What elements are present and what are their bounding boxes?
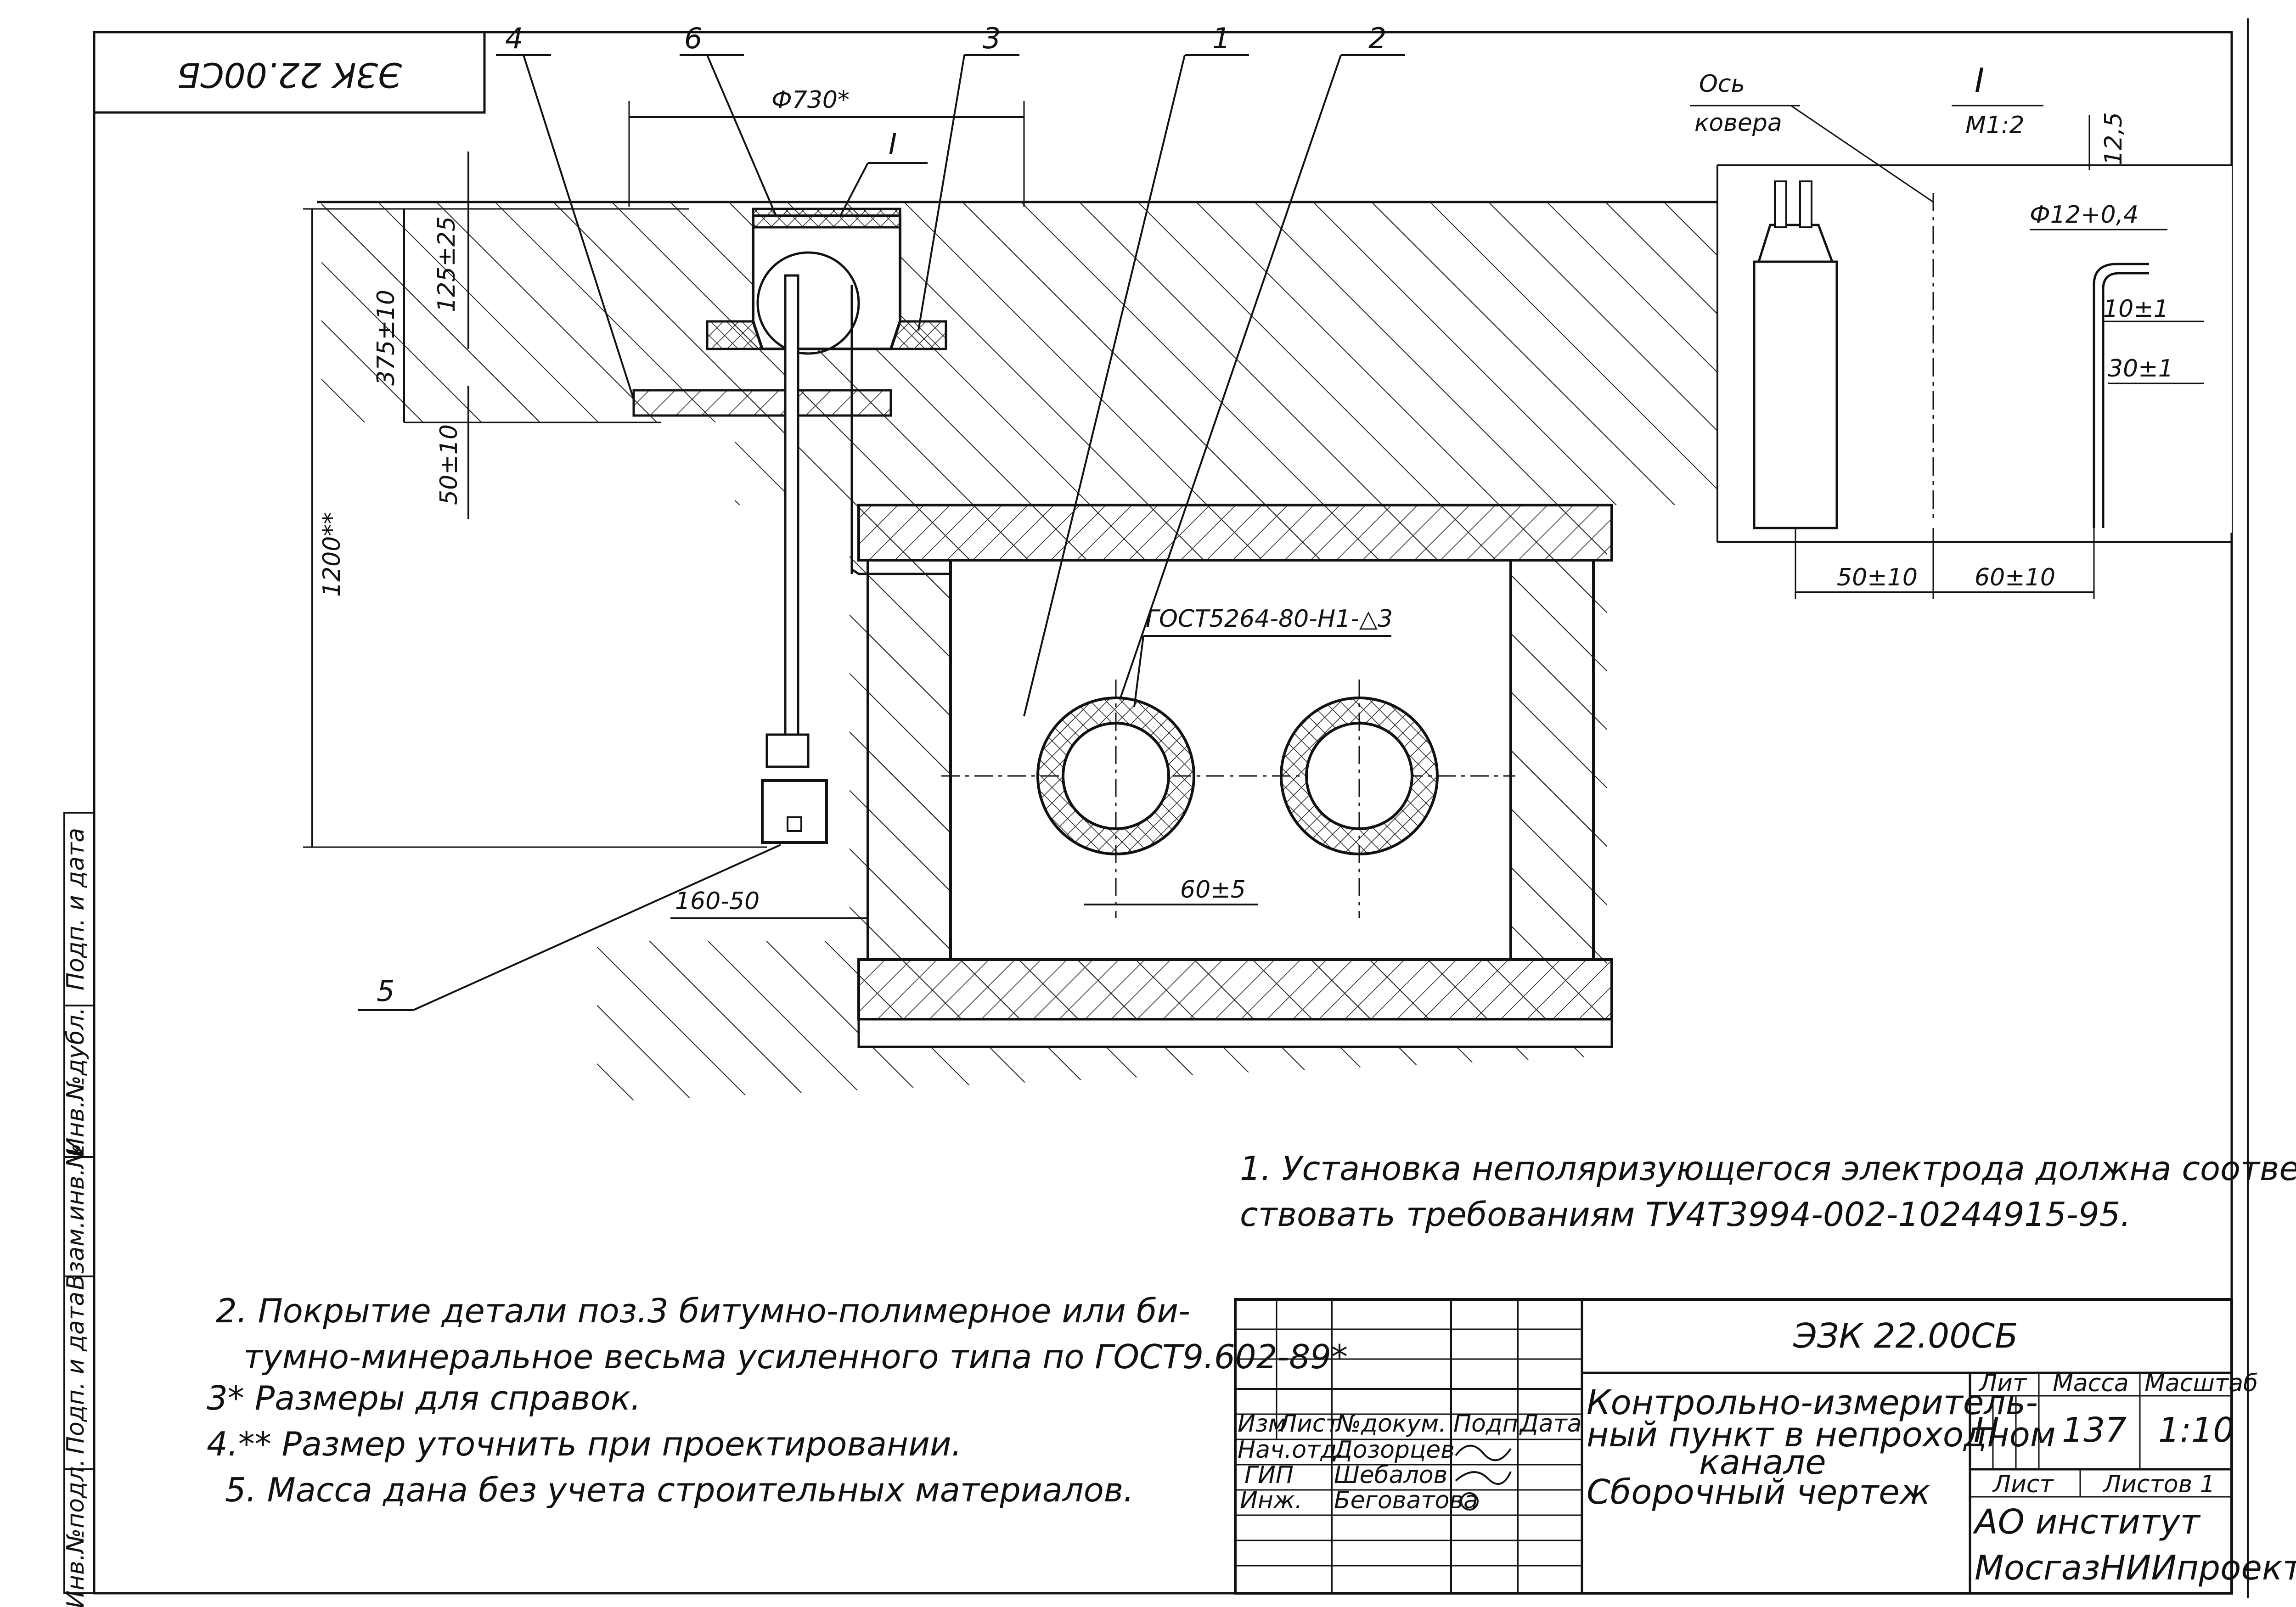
callout-5: 5 [377,974,394,1008]
tb-hdr-list: Лист [1278,1410,1340,1438]
weld-gost-note: ГОСТ5264-80-Н1-△3 [1146,605,1393,633]
tb-name-1: Дозорцев [1333,1436,1455,1464]
tb-role-3: Инж. [1240,1487,1302,1514]
tb-role-1: Нач.отд. [1238,1436,1345,1464]
detail-50: 50±10 [1837,564,1918,591]
electrode-head [765,733,810,768]
dim-diameter-730: Ф730* [771,86,850,114]
callout-3: 3 [983,22,1001,55]
tb-name-3: Беговатова [1334,1487,1478,1514]
tb-role-2: ГИП [1244,1461,1294,1489]
channel-left-wall [867,559,952,961]
main-section-view [317,201,1731,1102]
note-5: 5. Масса дана без учета строительных мат… [225,1471,1134,1509]
tb-scale-value: 1:10 [2158,1410,2234,1450]
tb-title-line-4: Сборочный чертеж [1587,1472,1930,1512]
note-2-line-2: тумно-минеральное весьма усиленного типа… [243,1337,1348,1376]
electrode-rod [784,274,799,741]
callout-2: 2 [1368,22,1386,55]
margin-field-5: Инв.№подл. [62,1459,90,1607]
dim-50: 50±10 [435,424,463,505]
note-1-line-1: 1. Установка неполяризующегося электрода… [1240,1149,2296,1188]
title-block: Изм Лист №докум. Подп. Дата Нач.отд. Доз… [1234,1298,2296,1595]
left-margin-fields: Подп. и дата Инв.№дубл. Взам.инв.№ Подп.… [62,812,95,1607]
channel-bottom-slab [857,958,1613,1021]
note-4: 4.** Размер уточнить при проектировании. [207,1425,962,1463]
tb-org-line-2: МосгазНИИпроект [1975,1548,2296,1588]
note-2-line-1: 2. Покрытие детали поз.3 битумно-полимер… [216,1292,1190,1330]
carpet-lid [752,208,901,229]
tb-mass-value: 137 [2062,1410,2127,1450]
detail-title-mark: I [1975,61,1984,100]
dim-125: 125±25 [433,216,461,312]
detail-30: 30±1 [2108,355,2173,382]
callout-6: 6 [684,22,702,55]
view-mark-I: I [889,127,897,161]
main-dimensions: Ф730* 125±25 375±10 50±10 1200** 160-50 … [303,86,1393,919]
tb-title-line-2: ный пункт в непроходном [1587,1415,2056,1455]
tb-lit-value: Н [1974,1410,1999,1450]
rotated-code-stamp: ЭЗК 22.00СБ [93,31,486,114]
detail-dia12: Ф12+0,4 [2030,201,2138,229]
dim-160-50: 160-50 [675,888,760,915]
detail-60: 60±10 [1975,564,2055,591]
callout-4: 4 [505,22,523,55]
tb-title-line-3: канале [1699,1443,1826,1482]
tb-hdr-ndok: №докум. [1335,1410,1446,1438]
tb-org-line-1: АО институт [1973,1502,2201,1542]
carpet-housing [752,214,901,350]
margin-field-1: Подп. и дата [62,828,90,990]
note-3: 3* Размеры для справок. [207,1379,641,1417]
detail-10: 10±1 [2103,295,2169,323]
carpet-base-slab [632,389,892,417]
dim-375: 375±10 [372,290,400,386]
tb-sheet-label: Лист [1992,1471,2054,1498]
channel-right-wall [1509,559,1595,961]
margin-field-3: Взам.инв.№ [62,1143,90,1290]
tb-scale-label: Масштаб [2144,1370,2258,1397]
detail-scale: М1:2 [1965,112,2025,139]
channel-cover-slab [857,504,1613,562]
callouts: 6 4 3 1 2 5 I [358,22,1405,1011]
tb-name-2: Шебалов [1334,1461,1447,1489]
tb-doc-code: ЭЗК 22.00СБ [1793,1316,2018,1356]
detail-axis-label-2: ковера [1694,109,1782,137]
detail-roughness: 12,5 [2100,112,2127,165]
channel-base [857,1018,1613,1048]
margin-field-2: Инв.№дубл. [62,1007,90,1156]
tb-sheets-label: Листов 1 [2102,1471,2215,1498]
note-1-line-2: ствовать требованиям ТУ4Т3994-002-102449… [1240,1195,2131,1234]
electrode-box [761,779,828,844]
tb-mass-label: Масса [2053,1370,2129,1397]
detail-view-I: Ось ковера I М1:2 12,5 Ф12+0,4 10±1 30±1… [1690,61,2232,599]
dim-60-5: 60±5 [1180,876,1246,904]
tb-hdr-izm: Изм [1238,1410,1286,1438]
tb-hdr-podp: Подп. [1453,1410,1525,1438]
tb-title-line-1: Контрольно-измеритель- [1587,1383,2038,1422]
margin-field-4: Подп. и дата [62,1292,90,1454]
dim-1200: 1200** [318,512,346,597]
detail-I-circle [756,251,860,355]
notes: 1. Установка неполяризующегося электрода… [207,1149,2296,1509]
callout-1: 1 [1212,22,1230,55]
tb-hdr-data: Дата [1519,1410,1582,1438]
tb-lit-label: Лит [1978,1370,2027,1397]
detail-axis-label-1: Ось [1699,70,1745,98]
stamp-code: ЭЗК 22.00СБ [177,55,402,94]
